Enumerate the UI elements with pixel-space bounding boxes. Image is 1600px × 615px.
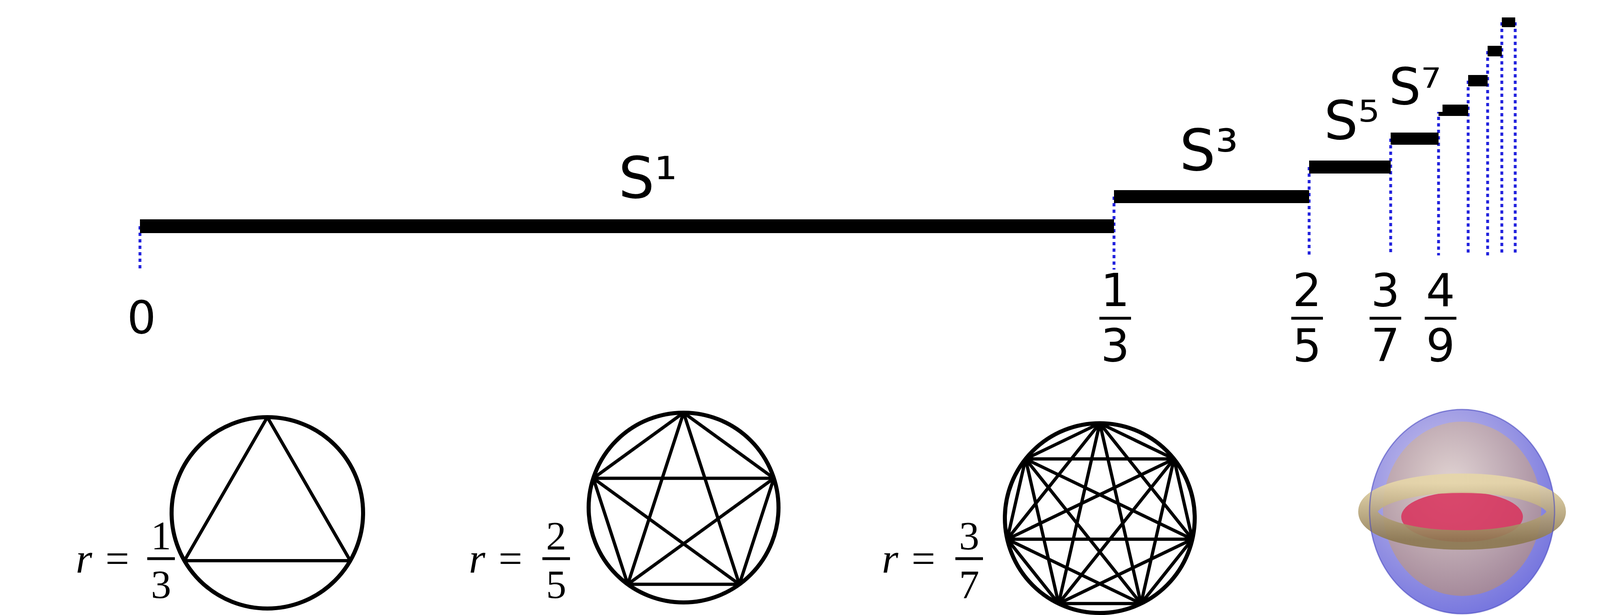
circle-figure [588, 412, 779, 603]
interval-bar [1309, 160, 1391, 174]
space-label: S⁵ [1324, 93, 1380, 148]
chord [593, 477, 774, 481]
tick-denominator: 7 [1370, 322, 1400, 369]
fraction-bar [1291, 317, 1323, 321]
chord [1007, 459, 1175, 540]
ratio-numerator: 1 [150, 516, 172, 557]
chord [184, 559, 351, 563]
interval-bar [1487, 45, 1502, 57]
chord [184, 417, 268, 562]
chord [683, 412, 775, 479]
ratio-denominator: 7 [959, 564, 980, 606]
chord [1141, 539, 1193, 605]
tick-numerator: 2 [1292, 267, 1322, 314]
chord [1025, 459, 1059, 605]
chord [627, 582, 740, 587]
fraction-bar [955, 557, 983, 561]
interval-bar [1468, 75, 1488, 87]
fraction-bar [542, 557, 570, 561]
circle [1004, 423, 1195, 614]
torus-band [1367, 483, 1557, 541]
circle-figure [1004, 423, 1195, 614]
tick-denominator: 9 [1425, 322, 1455, 369]
chord [1007, 539, 1142, 605]
fraction-bar [147, 557, 175, 561]
chord [1025, 457, 1175, 461]
space-label: S¹ [618, 150, 678, 207]
chord [1099, 423, 1175, 460]
chord [627, 412, 684, 585]
tick-numerator: 4 [1425, 267, 1455, 314]
interval-bar [1390, 132, 1439, 145]
fraction-bar [1369, 317, 1402, 321]
chord [1174, 459, 1193, 540]
dotted-guide [1389, 138, 1393, 256]
interval-bar [139, 219, 1114, 234]
inner-sphere [1382, 421, 1542, 597]
ratio-denominator: 3 [150, 564, 172, 606]
space-label: S⁷ [1387, 61, 1443, 112]
chord [593, 412, 684, 479]
chord [627, 478, 774, 585]
ratio-numerator: 2 [546, 516, 567, 557]
chord [1058, 602, 1141, 606]
circle [588, 412, 779, 603]
chord [593, 478, 740, 585]
circle [171, 417, 364, 609]
interval-bar [1501, 17, 1516, 28]
circle-figure [171, 417, 364, 609]
staircase [139, 17, 1516, 270]
space-label: S³ [1179, 122, 1239, 180]
chord [1025, 459, 1193, 540]
tick-denominator: 5 [1292, 322, 1322, 369]
chord [267, 417, 351, 562]
tick-numerator: 3 [1370, 267, 1400, 314]
chord [1058, 539, 1193, 605]
sphere-outline [1369, 409, 1555, 615]
chord [739, 478, 775, 585]
chord [683, 412, 740, 585]
ratio-numerator: 3 [959, 516, 980, 557]
chord [1007, 537, 1193, 542]
fraction-bar [1424, 317, 1457, 321]
tick-numerator: 1 [1100, 267, 1130, 314]
chord [1025, 423, 1100, 460]
ratio-denominator: 5 [546, 564, 567, 606]
chord [1007, 423, 1100, 540]
dotted-guide [1513, 22, 1517, 256]
chord [593, 478, 628, 585]
fraction-bar [1099, 317, 1132, 321]
ratio-label: r = [881, 537, 938, 581]
dotted-guide [1307, 167, 1311, 256]
ratio-label: r = [75, 537, 132, 581]
tick-label: 0 [126, 294, 156, 341]
sphere-illustration [1367, 409, 1557, 615]
tick-denominator: 3 [1100, 322, 1130, 369]
interval-bar [1438, 104, 1469, 117]
chord [1007, 459, 1026, 540]
interval-bar [1113, 190, 1310, 204]
ratio-label: r = [468, 537, 525, 581]
dotted-guide [1437, 110, 1441, 256]
dotted-guide [1500, 22, 1504, 256]
outer-sphere [1369, 409, 1555, 615]
